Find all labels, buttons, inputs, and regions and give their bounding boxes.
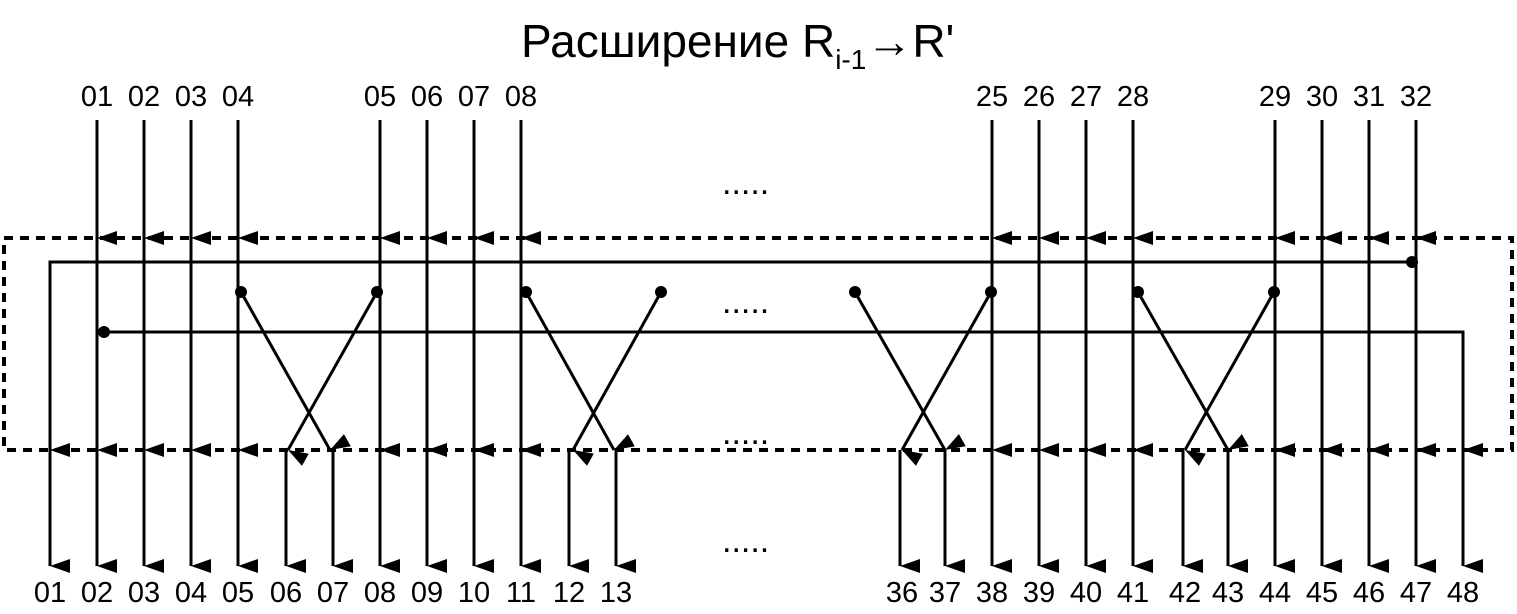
input-arrows	[95, 120, 1436, 245]
title-target: R'	[912, 15, 954, 67]
junction-dot	[849, 286, 861, 298]
input-label: 03	[175, 81, 207, 113]
output-label: 08	[364, 577, 396, 609]
junction-dot	[1268, 286, 1280, 298]
input-label: 28	[1117, 81, 1149, 113]
wire-cross	[524, 291, 635, 451]
input-label: 06	[411, 81, 443, 113]
output-label: 11	[506, 577, 536, 609]
input-label: 04	[222, 81, 254, 113]
output-label: 40	[1070, 577, 1102, 609]
input-label: 08	[505, 81, 537, 113]
output-label: 41	[1117, 577, 1149, 609]
output-label: 02	[81, 577, 113, 609]
input-label: 30	[1306, 81, 1338, 113]
ellipsis-lower: .....	[722, 414, 769, 452]
output-label: 46	[1353, 577, 1385, 609]
junction-dot	[235, 286, 247, 298]
output-label: 42	[1169, 577, 1201, 609]
output-label: 07	[317, 577, 349, 609]
internal-wiring	[48, 238, 1483, 466]
input-label: 01	[81, 81, 113, 113]
output-label: 39	[1023, 577, 1055, 609]
output-label: 12	[553, 577, 585, 609]
expansion-block	[2, 236, 1514, 452]
wire-cross	[900, 291, 993, 466]
wire-cross	[571, 291, 663, 466]
input-label: 27	[1070, 81, 1102, 113]
output-label: 36	[886, 577, 918, 609]
output-label: 44	[1259, 577, 1291, 609]
ellipsis-outputs: .....	[722, 522, 769, 560]
output-arrows	[48, 450, 1483, 573]
wire-cross	[239, 291, 351, 451]
wire-wrap-01-to-48	[104, 330, 1483, 457]
junction-dot	[98, 326, 110, 338]
input-label: 02	[128, 81, 160, 113]
title-subscript: i-1	[835, 44, 866, 75]
junction-dot	[985, 286, 997, 298]
title-arrow: →	[866, 15, 912, 67]
wire-cross	[286, 291, 379, 466]
output-label: 37	[929, 577, 961, 609]
output-label: 13	[600, 577, 632, 609]
wire-cross	[1183, 291, 1276, 466]
input-label: 05	[364, 81, 396, 113]
output-label: 05	[222, 577, 254, 609]
junction-dot	[655, 286, 667, 298]
output-label: 04	[175, 577, 207, 609]
input-label: 07	[458, 81, 490, 113]
junction-dot	[1132, 286, 1144, 298]
output-label: 38	[976, 577, 1008, 609]
output-label: 10	[458, 577, 490, 609]
output-label: 03	[128, 577, 160, 609]
output-label: 45	[1306, 577, 1338, 609]
output-label: 06	[270, 577, 302, 609]
input-label: 32	[1400, 81, 1432, 113]
output-label: 43	[1212, 577, 1244, 609]
output-label: 01	[34, 577, 66, 609]
junction-dot	[371, 286, 383, 298]
title-main: Расширение R	[521, 15, 835, 67]
junction-dot	[520, 286, 532, 298]
diagram-title: Расширение Ri-1→R'	[521, 15, 954, 75]
output-labels: 01 02 03 04 05 06 07 08 09 10 11 12 13 3…	[34, 577, 1479, 609]
output-label: 09	[411, 577, 443, 609]
wire-cross	[853, 291, 966, 451]
input-label: 29	[1259, 81, 1291, 113]
wire-cross	[1136, 291, 1249, 451]
input-label: 31	[1353, 81, 1385, 113]
output-label: 47	[1400, 577, 1432, 609]
junction-dot	[1406, 256, 1418, 268]
output-label: 48	[1447, 577, 1479, 609]
input-label: 26	[1023, 81, 1055, 113]
ellipsis-inputs: .....	[722, 164, 769, 202]
input-label: 25	[976, 81, 1008, 113]
input-labels: 01 02 03 04 05 06 07 08 25 26 27 28 29 3…	[81, 81, 1432, 113]
wire-wrap-32-to-01	[48, 260, 1412, 457]
ellipsis-middle: .....	[722, 283, 769, 321]
